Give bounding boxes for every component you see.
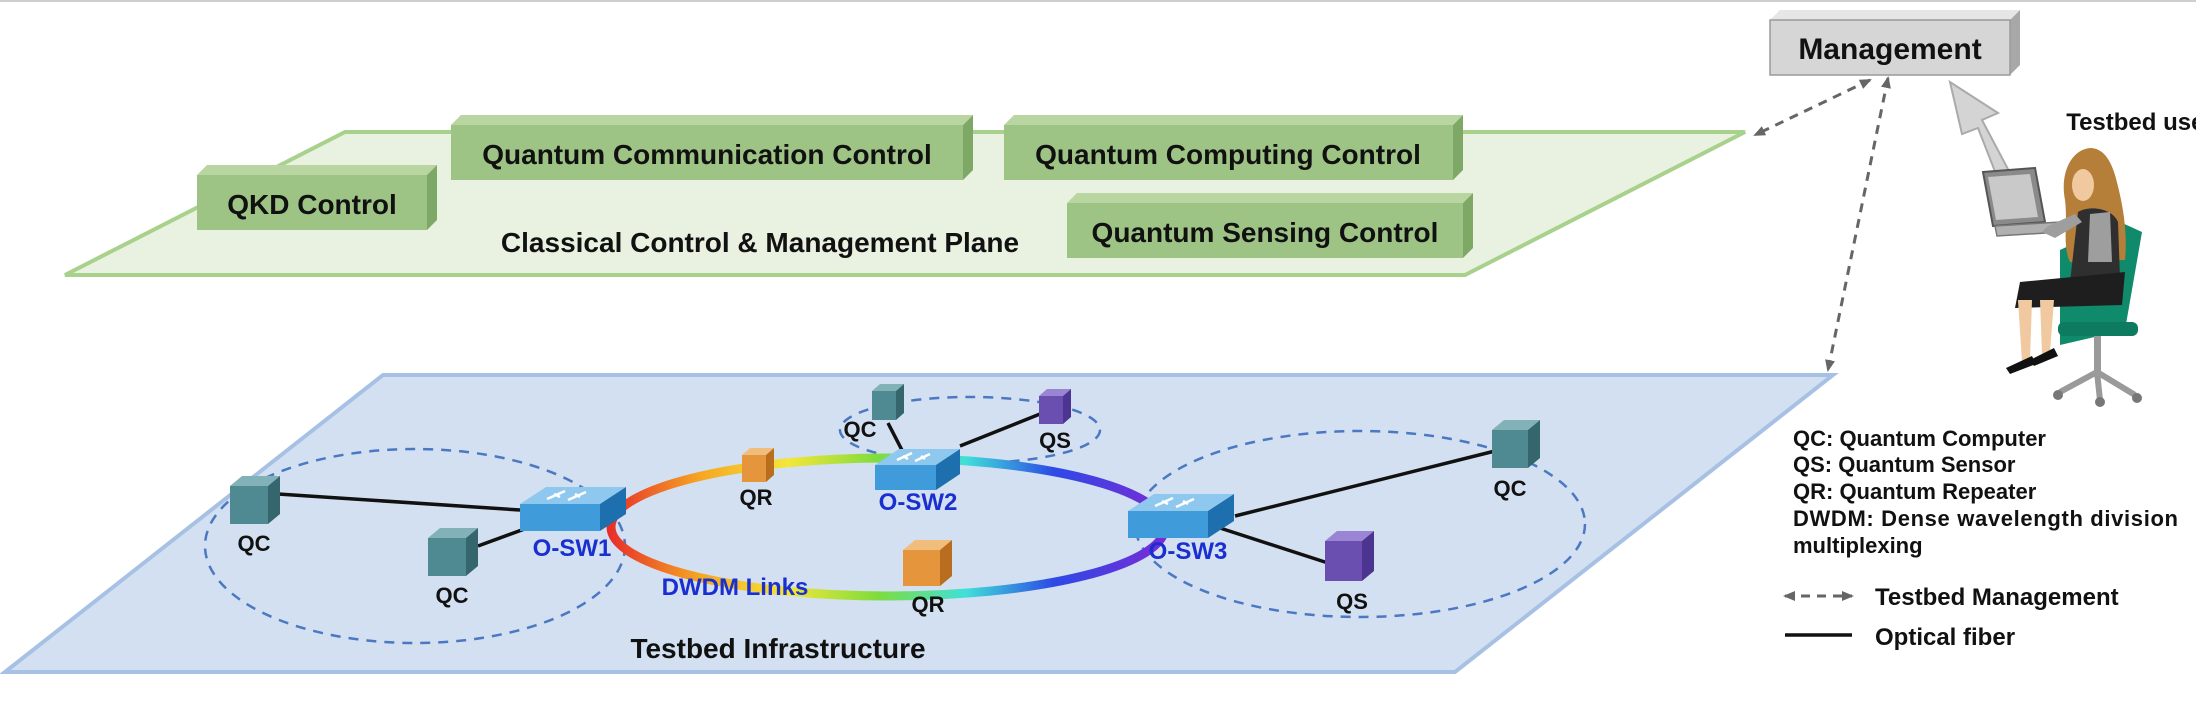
quantum-communication-control-label: Quantum Communication Control <box>482 139 932 170</box>
quantum-sensing-control-label: Quantum Sensing Control <box>1092 217 1439 248</box>
infrastructure-plane: Testbed Infrastructure <box>0 373 1839 674</box>
testbed-user-label: Testbed user <box>2066 109 2196 136</box>
management-to-infrastructure-arrow <box>1825 76 1891 372</box>
qc-label: QC <box>1494 476 1527 501</box>
optical-switch-sw2[interactable]: O-SW2 <box>875 449 960 516</box>
legend-definition-qs: QS: Quantum Sensor <box>1793 452 2016 477</box>
optical-switch-icon <box>520 487 626 531</box>
quantum-computing-control-label: Quantum Computing Control <box>1035 139 1421 170</box>
quantum-sensor-right[interactable]: QS <box>1325 531 1374 614</box>
optical-switch-sw3[interactable]: O-SW3 <box>1128 494 1234 565</box>
cluster-top <box>838 395 1102 465</box>
person-at-laptop-icon <box>1981 148 2142 407</box>
legend-optical-fiber: Optical fiber <box>1875 624 2015 651</box>
legend-definition-dwdm: DWDM: Dense wavelength division <box>1793 506 2178 531</box>
qr-label: QR <box>740 485 773 510</box>
qc-label: QC <box>844 417 877 442</box>
qc-label: QC <box>436 583 469 608</box>
sw1-label: O-SW1 <box>533 535 612 562</box>
qkd-control-label: QKD Control <box>227 189 397 220</box>
quantum-sensing-control-box[interactable]: Quantum Sensing Control <box>1067 193 1473 258</box>
management-to-control-arrow <box>1753 78 1872 137</box>
qc-label: QC <box>238 531 271 556</box>
quantum-repeater-top[interactable]: QR <box>740 448 775 510</box>
infrastructure-plane-label: Testbed Infrastructure <box>630 633 925 664</box>
quantum-computing-control-box[interactable]: Quantum Computing Control <box>1004 115 1463 180</box>
dwdm-links-label: DWDM Links <box>662 574 809 601</box>
qs-label: QS <box>1039 428 1071 453</box>
quantum-computer-left-far[interactable]: QC <box>230 476 280 556</box>
sw3-label: O-SW3 <box>1149 538 1228 565</box>
management-title: Management <box>1798 33 1981 66</box>
legend-testbed-management: Testbed Management <box>1875 584 2119 611</box>
qkd-control-box[interactable]: QKD Control <box>197 165 437 230</box>
sw2-label: O-SW2 <box>879 489 958 516</box>
optical-switch-icon <box>875 449 960 490</box>
management-box[interactable]: Management <box>1769 10 2020 76</box>
qr-label: QR <box>912 592 945 617</box>
quantum-computer-left-near[interactable]: QC <box>428 528 478 608</box>
legend: QC: Quantum Computer QS: Quantum Sensor … <box>1783 426 2178 651</box>
quantum-computer-top[interactable]: QC <box>844 384 905 442</box>
qs-label: QS <box>1336 589 1368 614</box>
optical-switch-icon <box>1128 494 1234 538</box>
optical-switch-sw1[interactable]: O-SW1 <box>520 487 626 562</box>
quantum-repeater-bottom[interactable]: QR <box>903 540 952 617</box>
cluster-right <box>1133 429 1587 619</box>
legend-definition-qc: QC: Quantum Computer <box>1793 426 2046 451</box>
quantum-computer-right[interactable]: QC <box>1492 420 1540 501</box>
quantum-sensor-top[interactable]: QS <box>1039 389 1071 453</box>
quantum-communication-control-box[interactable]: Quantum Communication Control <box>451 115 973 180</box>
legend-definition-dwdm-cont: multiplexing <box>1793 533 1923 558</box>
legend-definition-qr: QR: Quantum Repeater <box>1793 479 2037 504</box>
control-plane-label: Classical Control & Management Plane <box>501 227 1019 258</box>
